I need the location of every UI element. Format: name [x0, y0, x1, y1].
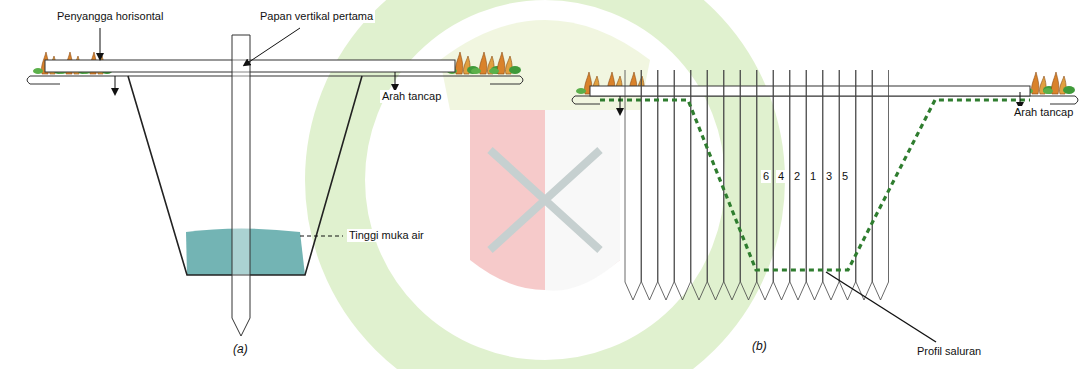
- vertical-board: [823, 70, 839, 300]
- vertical-board: [642, 70, 658, 300]
- vertical-board: [625, 70, 641, 300]
- order-number: 1: [808, 170, 818, 183]
- order-number: 6: [761, 170, 771, 183]
- order-number: 3: [824, 170, 834, 183]
- order-number: 2: [792, 170, 802, 183]
- vertical-board: [856, 70, 872, 300]
- vertical-board: [807, 70, 823, 300]
- vertical-board: [741, 70, 757, 300]
- vertical-board: [724, 70, 740, 300]
- panel-label: (b): [752, 340, 767, 354]
- order-number: 4: [776, 170, 786, 183]
- profile-label: Profil saluran: [915, 345, 983, 358]
- vertical-board: [840, 70, 856, 300]
- panel-label: (a): [233, 343, 248, 357]
- board-label: Papan vertikal pertama: [258, 10, 375, 23]
- vertical-board: [757, 70, 773, 300]
- watermark-logo: [300, 0, 800, 369]
- vertical-board: [873, 70, 889, 300]
- vertical-board: [691, 70, 707, 300]
- vertical-board: [774, 70, 790, 300]
- support-label: Penyangga horisontal: [55, 10, 165, 23]
- vertical-board: [790, 70, 806, 300]
- water-level-label: Tinggi muka air: [347, 229, 426, 242]
- vertical-board: [658, 70, 674, 300]
- direction-label: Arah tancap: [380, 90, 443, 103]
- order-number: 5: [840, 170, 850, 183]
- vertical-board: [708, 70, 724, 300]
- direction-label: Arah tancap: [1012, 106, 1075, 119]
